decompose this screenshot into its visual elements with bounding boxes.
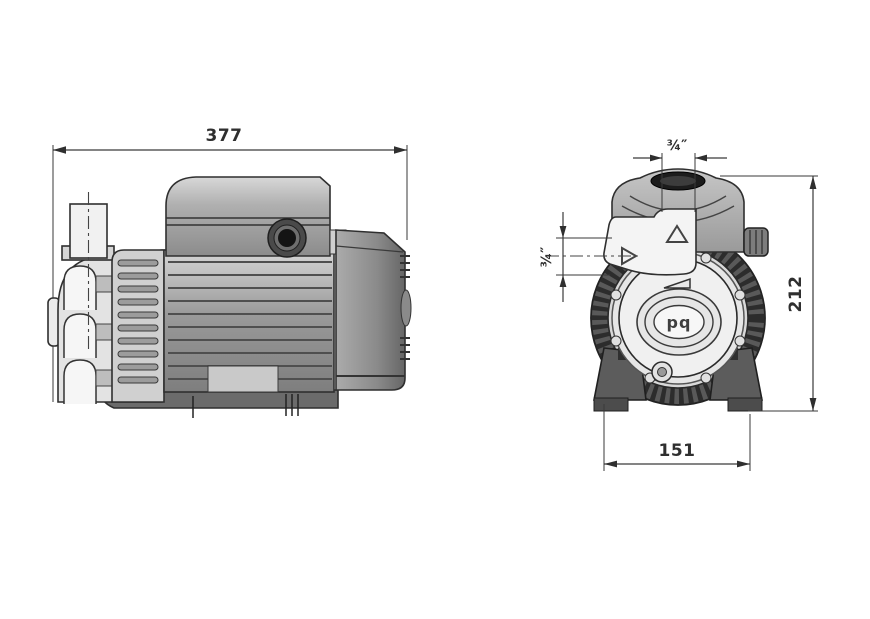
logo-medallion: pq bbox=[636, 277, 722, 383]
cover-bump bbox=[400, 289, 412, 327]
arch-rib bbox=[63, 359, 97, 404]
motor-body bbox=[163, 249, 335, 393]
adapter-fin-stack bbox=[111, 249, 165, 403]
dim-arrow-right-icon bbox=[394, 146, 407, 154]
dim-arrow-left-icon bbox=[53, 146, 66, 154]
suction-port bbox=[69, 192, 108, 352]
up-triangle-icon bbox=[665, 224, 689, 243]
dim-arrow-right-icon bbox=[650, 154, 662, 162]
brand-logo: pq bbox=[667, 313, 692, 332]
arch-tab bbox=[95, 323, 113, 341]
medallion-core bbox=[653, 304, 705, 340]
cable-gland bbox=[267, 218, 307, 258]
fan-cover bbox=[329, 229, 412, 391]
cover-ribs bbox=[400, 255, 410, 360]
pump-head-arches bbox=[63, 265, 113, 404]
dim-foot-width-label: 151 bbox=[659, 441, 696, 461]
cover-seam bbox=[335, 245, 404, 253]
dim-arrow-right-icon bbox=[737, 460, 750, 468]
ribbed-ring-slats bbox=[591, 231, 765, 405]
wedge-triangle-icon bbox=[663, 277, 691, 289]
dim-overall-length-label: 377 bbox=[206, 126, 243, 146]
arch-tab bbox=[95, 369, 113, 387]
dim-outlet-port: ¾″ bbox=[633, 138, 727, 212]
terminal-box bbox=[165, 176, 331, 258]
dim-arrow-left-icon bbox=[604, 460, 617, 468]
foot-window bbox=[207, 365, 279, 393]
outlet-bore bbox=[660, 176, 696, 186]
front-cover bbox=[610, 251, 746, 385]
dim-arrow-up-icon bbox=[559, 275, 567, 287]
dim-overall-height-label: 212 bbox=[786, 276, 806, 313]
dim-foot-width: 151 bbox=[603, 404, 751, 471]
dim-overall-height: 212 bbox=[720, 175, 818, 412]
arch-rib bbox=[63, 313, 97, 358]
dim-overall-length: 377 bbox=[52, 126, 408, 402]
dim-outlet-port-label: ¾″ bbox=[667, 138, 688, 154]
right-foot-pad bbox=[727, 397, 763, 412]
drain-plug-center bbox=[657, 367, 667, 377]
dim-inlet-port: ¾″ bbox=[539, 212, 612, 302]
left-foot-pad bbox=[593, 397, 629, 412]
fan-cover-body bbox=[335, 229, 406, 391]
pump-bracket bbox=[603, 208, 697, 276]
arch-tab bbox=[95, 275, 113, 293]
arch-rib bbox=[63, 265, 97, 310]
dim-arrow-down-icon bbox=[559, 226, 567, 238]
dim-arrow-up-icon bbox=[809, 176, 817, 189]
adapter-fins bbox=[117, 259, 159, 384]
medallion-ring bbox=[644, 296, 714, 348]
dim-inlet-port-label: ¾″ bbox=[539, 247, 555, 268]
side-view: 377 bbox=[47, 126, 412, 418]
front-view: pq ¾″ ¾″ bbox=[539, 138, 818, 471]
dim-arrow-left-icon bbox=[695, 154, 707, 162]
dim-arrow-down-icon bbox=[809, 398, 817, 411]
cable-entry-knob bbox=[743, 227, 769, 257]
